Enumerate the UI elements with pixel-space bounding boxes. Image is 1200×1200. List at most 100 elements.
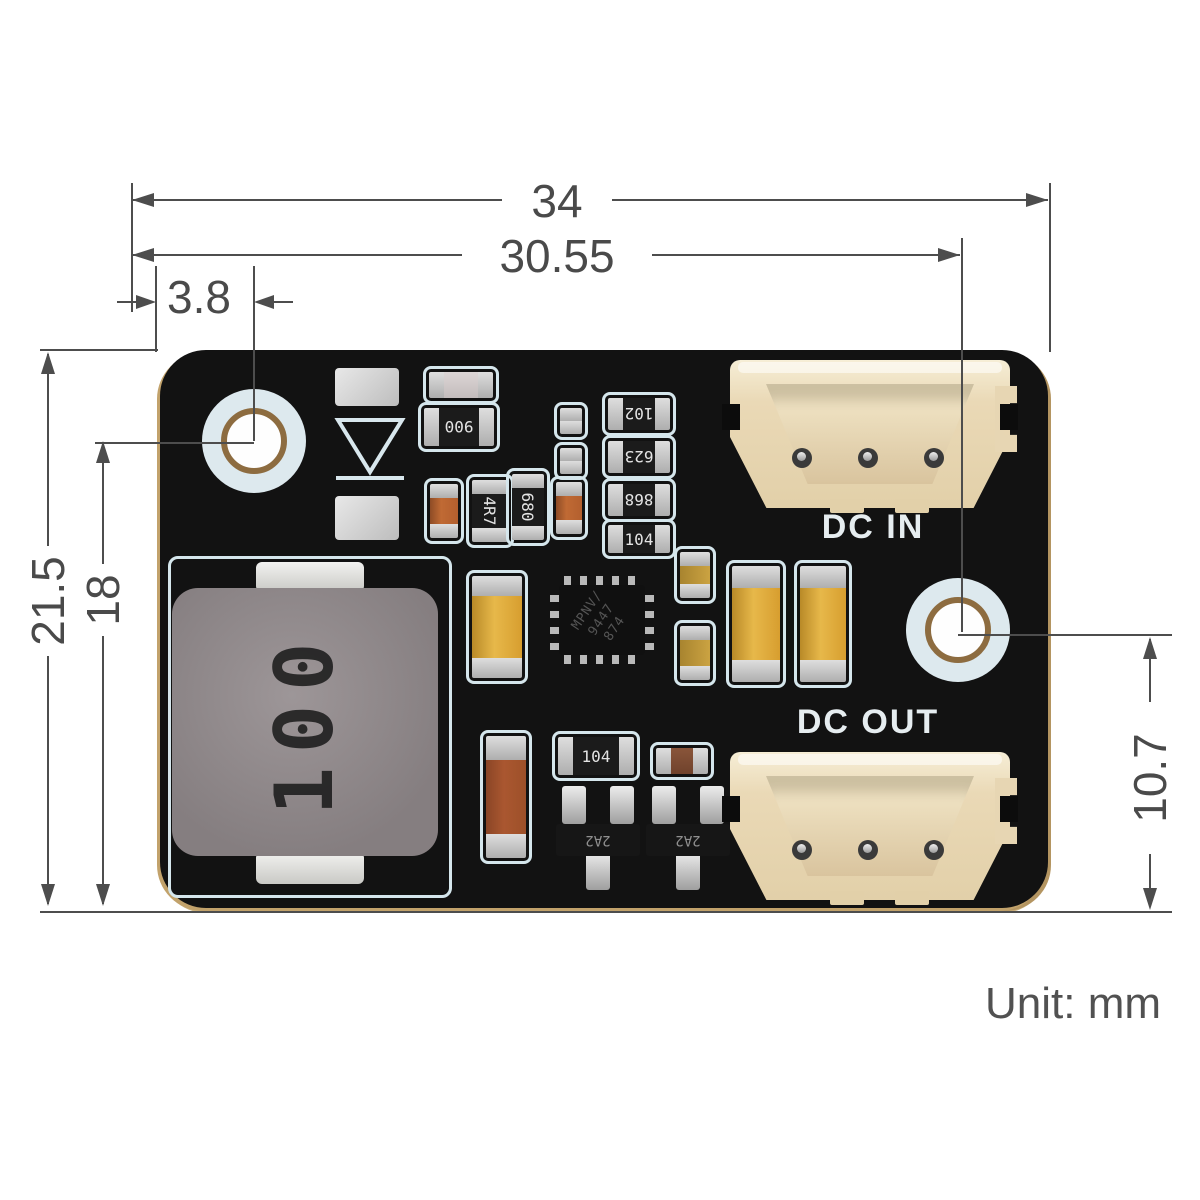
cap-end [560, 408, 582, 421]
capacitor-body [560, 408, 582, 434]
connector-pin [858, 840, 878, 860]
transistor-marking: 2A2 [646, 824, 730, 856]
connector-pin [792, 840, 812, 860]
resistor-868: 868 [602, 478, 676, 522]
capacitor-body [656, 748, 708, 774]
transistor-lead [562, 786, 586, 824]
dim-arrow [136, 295, 156, 309]
dim-text-hole-height-right: 10.7 [1124, 725, 1176, 831]
cap-end [680, 552, 710, 566]
cap-mid [444, 372, 478, 398]
resistor-102: 102 [602, 392, 676, 436]
cap-end [424, 408, 439, 446]
cap-end [429, 372, 444, 398]
dim-arrow [1143, 637, 1157, 659]
cap-end [608, 484, 623, 516]
cap-end [608, 398, 623, 430]
cap-end [430, 484, 458, 498]
pcb-board: 100 900 4R7 680 102 623 [160, 350, 1048, 908]
cap-end [655, 441, 670, 473]
resistor-104: 104 [602, 519, 676, 559]
capacitor-yellow-large [726, 560, 786, 688]
cap-mid [486, 760, 526, 834]
cap-end [655, 525, 670, 553]
capacitor-body [472, 576, 522, 678]
cap-end [680, 626, 710, 640]
resistor-marking: 4R7 [480, 496, 500, 526]
inductor-terminal [256, 852, 364, 884]
ic-chip: MPNV/ 9447 874 [550, 576, 654, 664]
dim-arrow [96, 884, 110, 906]
dim-arrow [132, 248, 154, 262]
dim-text-total-height: 21.5 [22, 548, 74, 654]
cap-end [800, 660, 846, 682]
cap-end [479, 408, 494, 446]
cap-end [560, 421, 582, 434]
ic-pins-left [550, 590, 559, 650]
dc-in-connector [722, 360, 1018, 513]
capacitor-body [800, 566, 846, 682]
connector-pin [858, 448, 878, 468]
ic-pins-top [564, 576, 640, 585]
inductor-marking: 100 [258, 628, 351, 816]
cap-end [655, 484, 670, 516]
resistor-body: 4R7 [472, 480, 508, 542]
cap-mid [680, 566, 710, 584]
cap-end [512, 474, 544, 488]
unit-note: Unit: mm [985, 979, 1161, 1028]
transistor-lead [610, 786, 634, 824]
cap-end [693, 748, 708, 774]
cap-end [486, 736, 526, 760]
transistor-marking: 2A2 [556, 824, 640, 856]
cap-mid [800, 588, 846, 660]
dim-arrow [41, 884, 55, 906]
connector-tooth [830, 891, 864, 905]
cap-end [472, 480, 508, 494]
dc-out-connector [722, 752, 1018, 905]
cap-end [732, 566, 780, 588]
connector-tooth [895, 499, 929, 513]
capacitor-body [732, 566, 780, 682]
resistor-marking: 102 [624, 404, 654, 424]
solder-pad [335, 496, 399, 540]
capacitor-body [486, 736, 526, 858]
diode-silkscreen-icon [334, 418, 406, 480]
cap-end [608, 441, 623, 473]
resistor-marking: 900 [444, 417, 474, 437]
cap-end [556, 482, 582, 496]
capacitor-yellow-small [674, 546, 716, 604]
resistor-body: 623 [608, 441, 670, 473]
inductor-terminal [256, 562, 364, 592]
resistor-body: 900 [424, 408, 494, 446]
capacitor-orange-large [466, 570, 528, 684]
cap-end [486, 834, 526, 858]
cap-end [656, 748, 671, 774]
capacitor-orange-large [480, 730, 532, 864]
dc-out-label: DC OUT [796, 703, 940, 741]
connector-pin [924, 448, 944, 468]
capacitor-small [554, 442, 588, 480]
cap-mid [732, 588, 780, 660]
connector-gloss [738, 754, 1002, 765]
capacitor [423, 366, 499, 404]
dim-arrow [1026, 193, 1048, 207]
cap-end [560, 448, 582, 461]
connector-pin [924, 840, 944, 860]
cap-end [512, 526, 544, 540]
capacitor-small [554, 402, 588, 440]
mounting-hole-left [221, 408, 287, 474]
resistor-body: 680 [512, 474, 544, 540]
dim-text-hole-offset: 3.8 [167, 271, 231, 323]
cap-end [472, 658, 522, 678]
cap-end [558, 737, 573, 775]
cap-end [560, 461, 582, 474]
transistor-lead [676, 852, 700, 890]
transistor: 2A2 [646, 786, 730, 890]
cap-end [556, 520, 582, 534]
inductor-silkscreen-outline [168, 556, 452, 898]
transistor-lead [586, 852, 610, 890]
dim-arrow [41, 352, 55, 374]
connector-notch [722, 796, 740, 822]
cap-end [655, 398, 670, 430]
capacitor-body [430, 484, 458, 538]
